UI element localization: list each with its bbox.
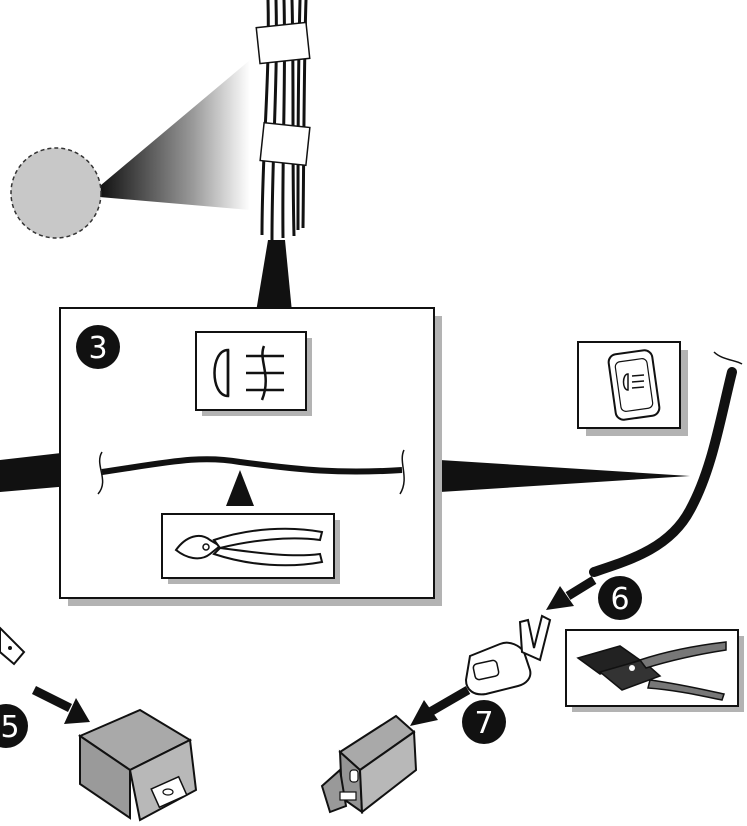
crimping-tool-icon [565,629,744,712]
fog-lamp-symbol-icon [195,331,312,416]
cut-wire [97,449,405,506]
spade-terminal-icon [464,614,552,696]
step5-badge [0,704,28,748]
side-cutter-pliers-icon [161,513,340,584]
step3-badge [76,325,120,369]
right-pointer [440,460,690,492]
right-wire [589,351,743,577]
step6-number: 6 [610,582,629,617]
left-pointer [0,452,70,492]
connector-housing-icon [320,714,418,814]
step3-number: 3 [88,331,107,366]
step5-arrow [31,685,90,724]
wire-harness-icon [255,0,311,312]
detail-magnifier-icon [10,60,250,239]
connector-housing-icon [77,708,198,822]
step3-panel: 3 [59,307,442,606]
step7-arrow [410,686,471,726]
step6-badge [598,576,642,620]
step6-arrow [546,576,597,610]
left-terminal-fragment [0,626,26,666]
fog-lamp-switch-icon [577,341,688,436]
step7-number: 7 [474,706,493,741]
step5-number: 5 [0,710,19,745]
step7-badge [462,700,506,744]
